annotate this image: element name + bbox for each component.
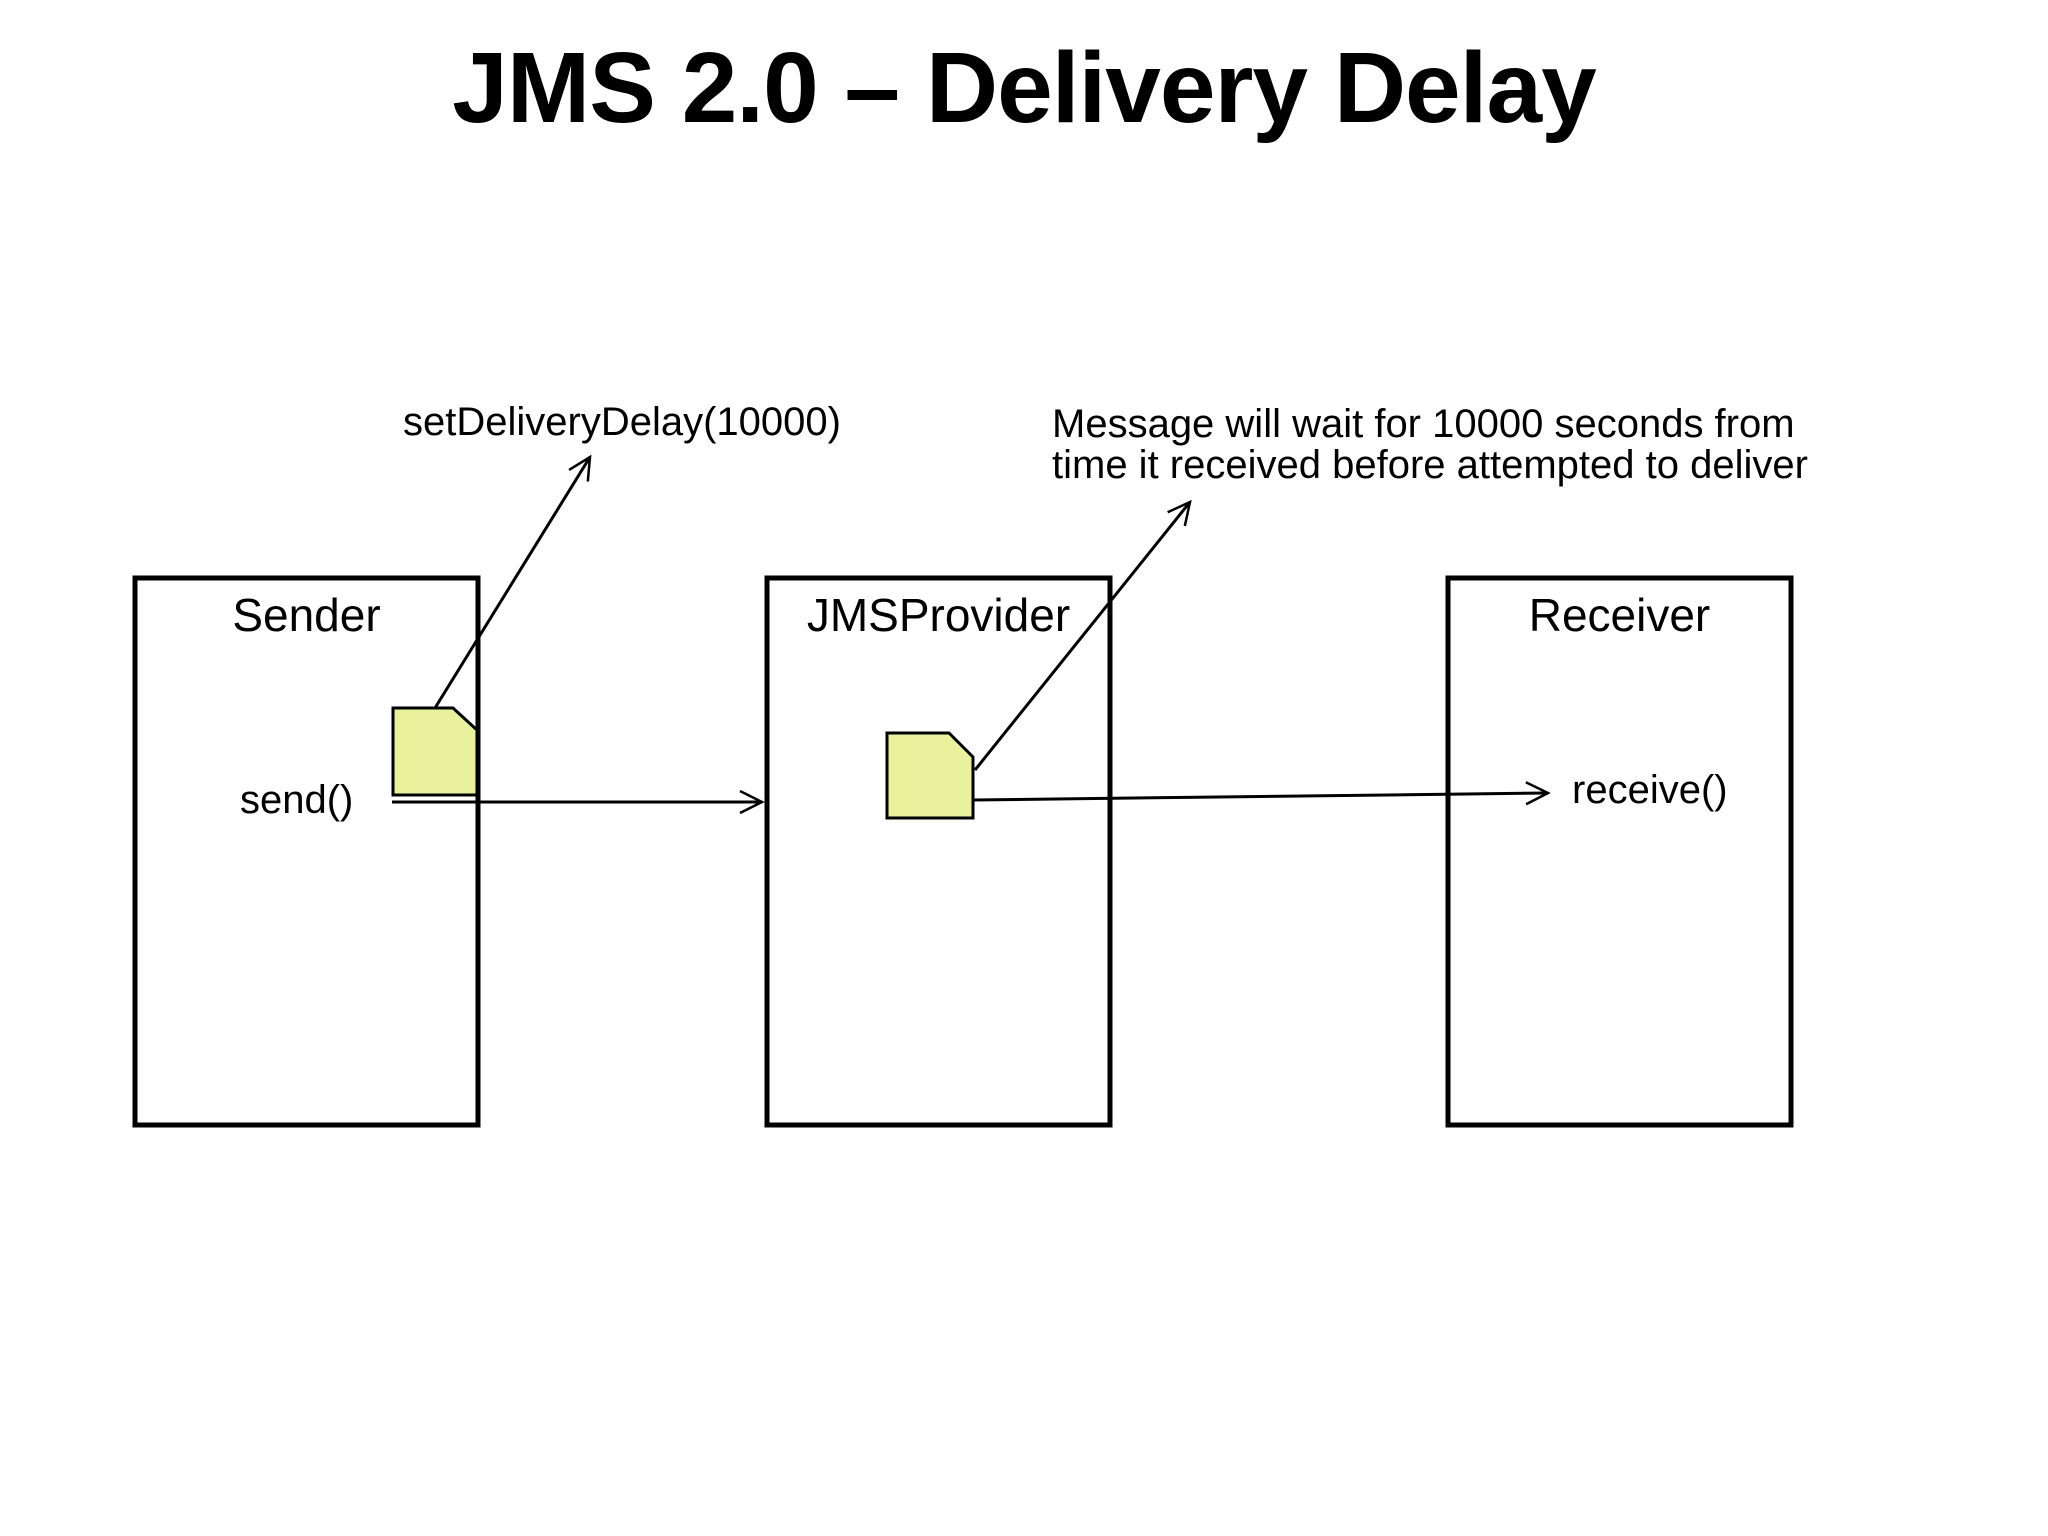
message-wait-arrow	[973, 499, 1192, 771]
message-wait-annotation-line2: time it received before attempted to del…	[1052, 443, 1808, 487]
sender-label: Sender	[232, 589, 381, 641]
deliver-arrow	[972, 781, 1551, 806]
receiver-label: Receiver	[1528, 589, 1711, 641]
jmsprovider-label: JMSProvider	[806, 589, 1071, 641]
receive-method-label: receive()	[1572, 768, 1728, 812]
sender-message-note-icon	[391, 706, 479, 797]
message-wait-annotation-line1: Message will wait for 10000 seconds from	[1052, 402, 1795, 446]
sender-box	[132, 575, 481, 1128]
send-method-label: send()	[240, 778, 354, 822]
set-delivery-delay-arrow	[433, 454, 592, 709]
message-wait-annotation: Message will wait for 10000 seconds from…	[1052, 404, 1808, 486]
jmsprovider-message-note-icon	[885, 731, 975, 820]
jmsprovider-box	[764, 575, 1113, 1128]
receiver-box	[1445, 575, 1794, 1128]
page-title: JMS 2.0 – Delivery Delay	[452, 32, 1596, 144]
set-delivery-delay-annotation: setDeliveryDelay(10000)	[403, 400, 841, 444]
